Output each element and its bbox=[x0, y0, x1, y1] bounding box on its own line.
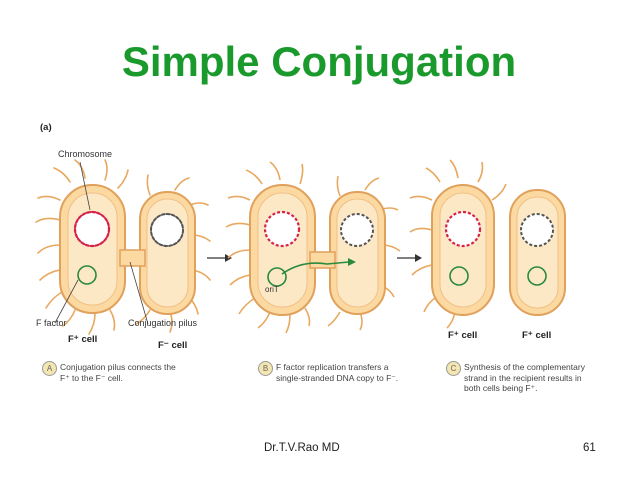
f-factor-plasmid-c-left bbox=[449, 266, 469, 286]
chromosome-c-left bbox=[444, 210, 482, 248]
f-factor-plasmid-b bbox=[267, 267, 287, 287]
a-right-cell-label: F⁻ cell bbox=[158, 340, 188, 351]
leader-lines-a bbox=[54, 161, 149, 325]
panel-a-cells bbox=[35, 159, 211, 335]
step-a-caption: Conjugation pilus connects the F⁺ to the… bbox=[60, 362, 176, 383]
transfer-strand bbox=[281, 261, 350, 275]
arrow-b-to-c bbox=[397, 254, 422, 262]
f-factor-label: F factor bbox=[36, 318, 67, 328]
panel-label: (a) bbox=[40, 122, 52, 133]
chromosome-b-left bbox=[263, 210, 301, 248]
footer-author: Dr.T.V.Rao MD bbox=[264, 442, 340, 454]
conjugation-pilus-b bbox=[309, 251, 336, 269]
f-factor-plasmid-c-right bbox=[527, 266, 547, 286]
chromosome-b-right bbox=[340, 213, 374, 247]
f-factor-plasmid-a bbox=[77, 265, 97, 285]
chromosome-label: Chromosome bbox=[58, 149, 113, 159]
step-b-badge: B bbox=[258, 361, 273, 376]
c-left-cell-label: F⁺ cell bbox=[448, 330, 478, 341]
conjugation-pilus-label: Conjugation pilus bbox=[128, 318, 198, 328]
chromosome-a-left bbox=[73, 210, 111, 248]
panel-b-cells bbox=[225, 161, 401, 334]
chromosome-a-right bbox=[150, 213, 184, 247]
step-a-badge: A bbox=[42, 361, 57, 376]
chromosome-c-right bbox=[520, 213, 554, 247]
step-c-caption: Synthesis of the complementary strand in… bbox=[464, 362, 585, 393]
panel-c-cells bbox=[409, 159, 566, 329]
step-b-caption: F factor replication transfers a single-… bbox=[276, 362, 399, 383]
step-c-badge: C bbox=[446, 361, 461, 376]
footer-page-number: 61 bbox=[583, 442, 596, 454]
c-right-cell-label: F⁺ cell bbox=[522, 330, 552, 341]
orit-label: oriT bbox=[265, 285, 279, 294]
a-left-cell-label: F⁺ cell bbox=[68, 334, 98, 345]
pili-hairs-b bbox=[225, 161, 401, 334]
slide-title: Simple Conjugation bbox=[121, 38, 517, 85]
conjugation-pilus-a bbox=[119, 249, 146, 267]
